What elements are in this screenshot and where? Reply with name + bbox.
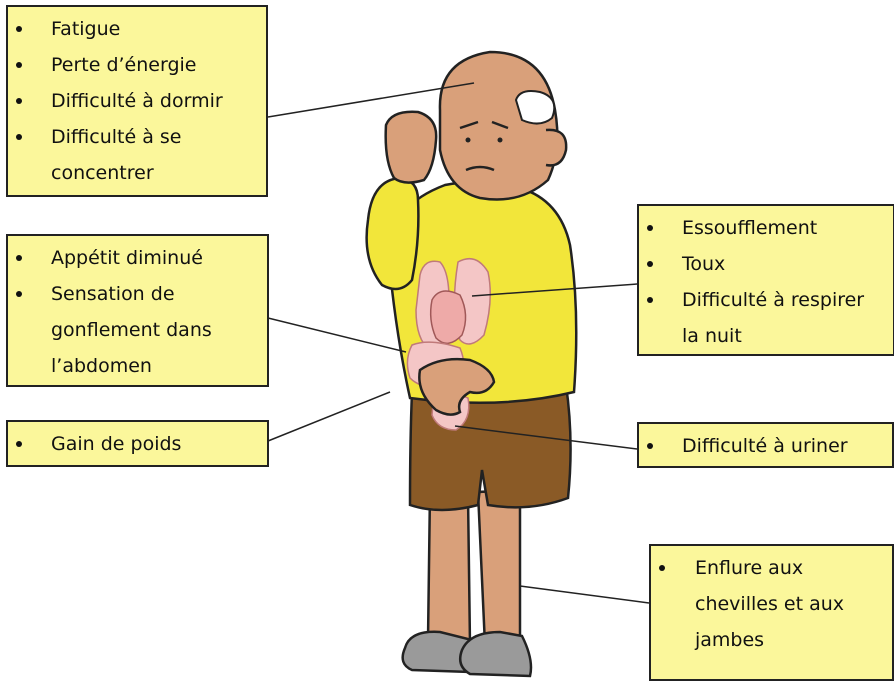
symptom-item: Enflure aux chevilles et aux jambes <box>651 550 884 658</box>
symptom-item: Essoufflement <box>639 210 885 246</box>
shoes <box>403 632 531 676</box>
symptom-item: Difficulté à respirer la nuit <box>639 282 885 354</box>
callout-weight-symptoms: Gain de poids <box>6 420 269 467</box>
raised-arm <box>367 178 419 289</box>
callout-head-symptoms: Fatigue Perte d’énergie Difficulté à dor… <box>6 5 268 197</box>
fist <box>386 112 437 183</box>
legs <box>428 490 520 645</box>
symptom-item: Gain de poids <box>8 426 259 462</box>
callout-lung-symptoms: Essoufflement Toux Difficulté à respirer… <box>637 204 894 356</box>
symptom-item: Fatigue <box>8 11 258 47</box>
callout-leg-symptoms: Enflure aux chevilles et aux jambes <box>649 544 894 681</box>
symptom-item: Perte d’énergie <box>8 47 258 83</box>
callout-abdomen-symptoms: Appétit diminué Sensation de gonflement … <box>6 234 269 387</box>
callout-bladder-symptoms: Difficulté à uriner <box>637 422 894 468</box>
symptom-item: Difficulté à uriner <box>639 428 884 464</box>
symptom-item: Difficulté à se concentrer <box>8 119 258 191</box>
leader-weight <box>268 392 390 441</box>
leader-abdomen <box>268 318 406 352</box>
symptom-item: Toux <box>639 246 885 282</box>
symptom-item: Difficulté à dormir <box>8 83 258 119</box>
symptom-item: Sensation de gonflement dans l’abdomen <box>8 276 259 384</box>
symptom-item: Appétit diminué <box>8 240 259 276</box>
head <box>440 52 566 200</box>
leader-legs <box>520 586 649 603</box>
